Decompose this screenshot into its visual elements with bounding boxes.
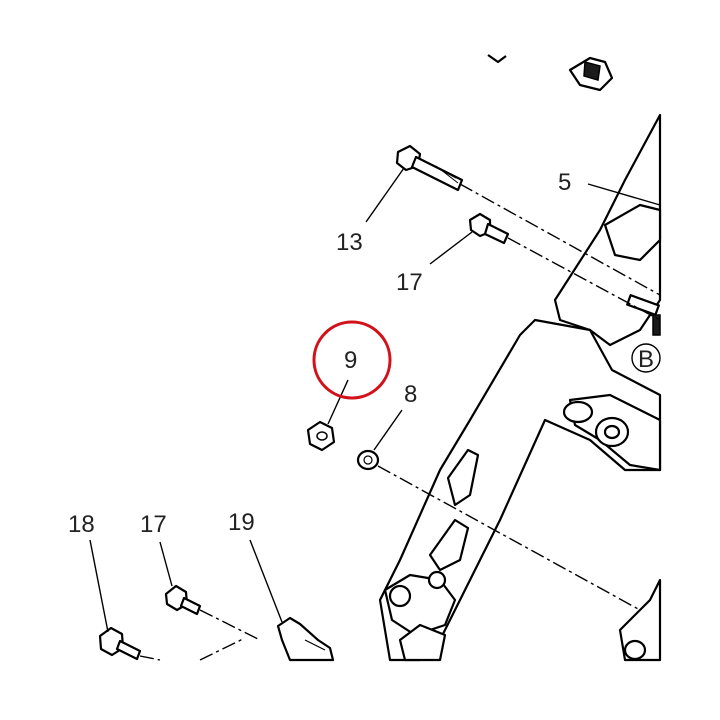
bolt-17-lower: [164, 584, 202, 616]
svg-text:B: B: [638, 346, 654, 373]
bolt-17-upper: [468, 212, 510, 245]
bolt-18: [98, 626, 142, 661]
leader-lines: [89, 167, 661, 633]
assembly-axes: [139, 183, 661, 661]
callout-13: 13: [336, 229, 363, 256]
callout-8: 8: [404, 381, 417, 408]
bolt-13: [395, 144, 464, 192]
view-reference-b: B: [631, 343, 661, 373]
callout-19: 19: [228, 509, 255, 536]
frame-assembly: [378, 54, 662, 662]
callout-17-upper: 17: [396, 269, 423, 296]
nut-9: [306, 420, 336, 452]
washer-8: [356, 449, 380, 471]
callout-17-lower: 17: [140, 511, 167, 538]
highlight-circle: [312, 320, 392, 400]
callout-5: 5: [558, 169, 571, 196]
bracket-19: [276, 616, 335, 662]
callout-9: 9: [344, 347, 357, 374]
callout-18: 18: [68, 511, 95, 538]
